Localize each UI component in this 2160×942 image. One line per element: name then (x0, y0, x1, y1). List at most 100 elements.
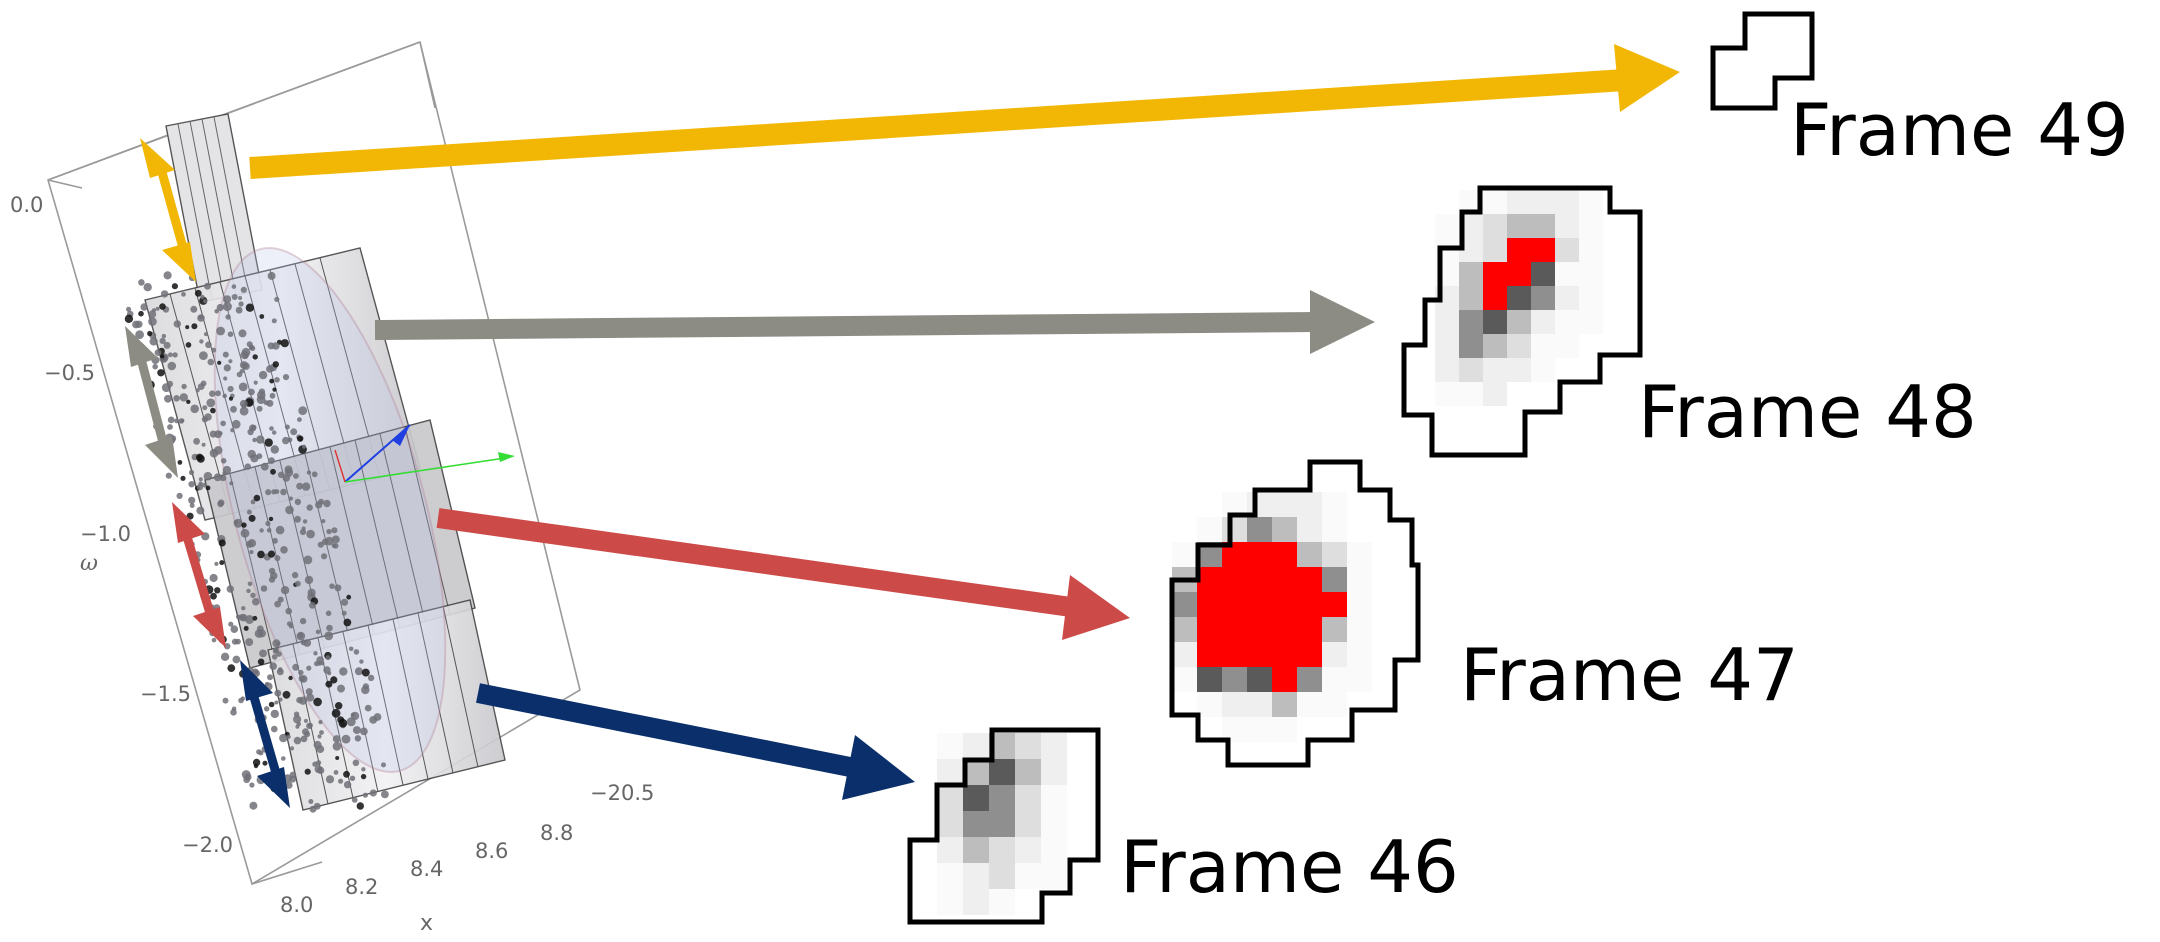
cloud-point (364, 704, 372, 712)
cloud-point (356, 802, 364, 810)
cloud-point (369, 716, 378, 724)
cloud-point (231, 284, 237, 289)
cloud-point (210, 407, 216, 414)
cloud-point (220, 420, 226, 427)
cloud-point (257, 550, 265, 559)
pixel-cell (1435, 214, 1459, 238)
pixel-cell (1579, 262, 1603, 286)
pixel-cell (937, 863, 963, 889)
cloud-point (297, 417, 302, 422)
frame-48-panel: Frame 48 (1401, 185, 1977, 458)
pixel-cell (1347, 642, 1372, 667)
pixel-cell (1222, 567, 1247, 592)
cloud-point (274, 600, 281, 608)
cloud-point (286, 734, 291, 740)
arrow-to-frame-49 (249, 44, 1680, 179)
cloud-point (326, 624, 333, 632)
cloud-point (276, 668, 284, 676)
omega-tick-2: −1.0 (80, 522, 131, 546)
cloud-point (243, 776, 251, 784)
cloud-point (159, 303, 166, 310)
cloud-point (245, 638, 254, 647)
cloud-point (185, 342, 192, 348)
cloud-point (259, 314, 265, 319)
pixel-cell (1247, 692, 1272, 717)
pixel-cell (1297, 642, 1322, 667)
cloud-point (163, 271, 172, 280)
cloud-point (126, 306, 132, 312)
cloud-point (289, 746, 295, 751)
cloud-point (264, 682, 269, 686)
cloud-point (173, 395, 180, 402)
frame-49-panel: Frame 49 (1710, 11, 2129, 172)
cloud-point (268, 701, 275, 708)
cloud-point (228, 396, 234, 401)
frame-46-pixels (937, 733, 1067, 915)
cloud-point (227, 385, 234, 393)
x-tick-0: 8.0 (280, 893, 313, 917)
cloud-point (223, 295, 232, 304)
cloud-point (306, 470, 312, 475)
pixel-cell (1015, 733, 1041, 759)
pixel-cell (1041, 811, 1067, 837)
pixel-cell (1507, 310, 1531, 334)
cloud-point (335, 756, 340, 760)
cloud-point (160, 290, 169, 298)
cloud-point (353, 649, 360, 655)
frame-46-outline (907, 727, 1101, 925)
cloud-point (323, 499, 331, 508)
cloud-point (309, 601, 316, 609)
cloud-point (207, 358, 215, 366)
cloud-point (335, 702, 343, 710)
cloud-point (264, 438, 273, 447)
cloud-point (332, 735, 341, 743)
pixel-cell (989, 863, 1015, 889)
cloud-point (243, 625, 249, 631)
cloud-point (296, 696, 303, 704)
cloud-point (229, 481, 234, 486)
cloud-point (284, 424, 290, 430)
cloud-point (270, 468, 276, 475)
cloud-point (326, 528, 332, 535)
cloud-point (321, 538, 329, 545)
pixel-cell (1222, 517, 1247, 542)
cloud-point (314, 765, 323, 774)
pixel-cell (1435, 382, 1459, 406)
pixel-cell (1483, 310, 1507, 334)
pixel-cell (1507, 358, 1531, 382)
pixel-cell (937, 785, 963, 811)
pixel-cell (937, 759, 963, 785)
cloud-point (217, 499, 225, 507)
cloud-point (272, 342, 280, 350)
cloud-point (268, 516, 274, 522)
cloud-point (289, 775, 297, 783)
cloud-point (222, 471, 227, 476)
cloud-point (195, 388, 200, 393)
cloud-point (381, 790, 389, 799)
cloud-point (323, 666, 331, 674)
pixel-cell (1247, 667, 1272, 692)
pixel-cell (1347, 617, 1372, 642)
cloud-point (360, 727, 368, 736)
pixel-cell (1041, 785, 1067, 811)
cloud-point (295, 580, 301, 587)
cloud-point (312, 761, 318, 767)
pixel-cell (1483, 214, 1507, 238)
cloud-point (253, 494, 261, 502)
pixel-cell (1555, 214, 1579, 238)
cloud-point (325, 775, 335, 784)
pixel-cell (1297, 542, 1322, 567)
cloud-point (173, 320, 181, 328)
cloud-point (241, 522, 247, 528)
cloud-point (238, 296, 243, 300)
cloud-point (340, 598, 349, 606)
cloud-point (189, 503, 195, 508)
cloud-point (272, 387, 277, 392)
cloud-point (180, 475, 186, 481)
cloud-point (236, 614, 241, 619)
cloud-point (268, 457, 275, 464)
pixel-cell (1435, 334, 1459, 358)
cloud-point (285, 505, 294, 515)
cloud-point (298, 675, 306, 682)
